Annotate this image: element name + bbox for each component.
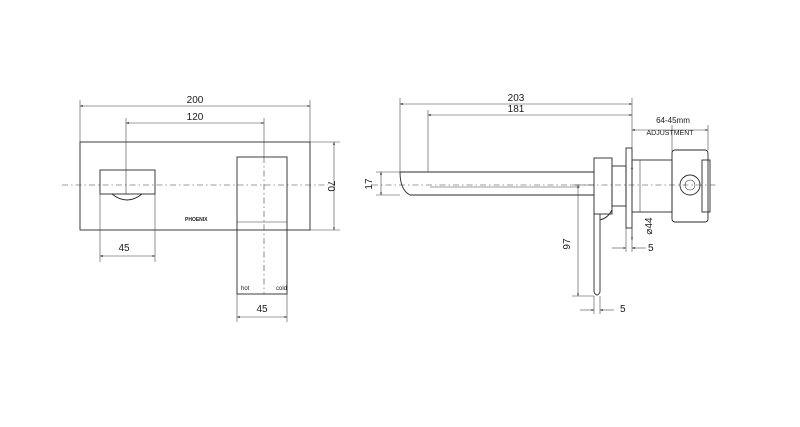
- dim-flange-diameter: ⌀44: [630, 166, 655, 240]
- dim-adjustment: 64-45mm ADJUSTMENT: [632, 116, 709, 160]
- mixer-lever-side: [593, 209, 613, 296]
- mixer-handle: [236, 156, 288, 295]
- cold-label: cold: [276, 286, 287, 292]
- dim-44-label: ⌀44: [644, 217, 655, 235]
- dim-flange-thickness: 5: [612, 228, 654, 254]
- dim-spout-projection: 181: [427, 104, 632, 172]
- dim-181-label: 181: [508, 104, 525, 115]
- dim-handle-height: 97: [562, 184, 594, 297]
- valve-body: [671, 149, 711, 223]
- dim-lever-thickness: 5: [580, 296, 626, 315]
- dim-120-label: 120: [187, 112, 204, 123]
- dim-17-label: 17: [364, 178, 375, 190]
- mixer-body-side: [593, 147, 673, 229]
- dim-height: 70: [310, 141, 340, 231]
- side-view: 203 181 64-45mm ADJUSTMENT 17 97: [364, 93, 718, 315]
- dim-97-label: 97: [562, 238, 573, 250]
- brand-mark: PHOENIX: [185, 217, 208, 223]
- dim-5-lever-label: 5: [620, 304, 626, 315]
- dim-203-label: 203: [508, 93, 525, 104]
- dim-spout-width: 45: [99, 194, 156, 262]
- dim-handle-width: 45: [236, 294, 288, 322]
- dim-spout-spacing: 120: [125, 112, 265, 170]
- spout-outlet: [99, 169, 156, 201]
- dim-overall-width: 200: [79, 95, 311, 142]
- wall-plate: [79, 141, 311, 231]
- dim-70-label: 70: [325, 180, 336, 192]
- dim-5-flange-label: 5: [648, 243, 654, 254]
- front-view: PHOENIX hot cold 200 120 70: [62, 95, 340, 322]
- dim-overall-projection: 203: [399, 93, 633, 172]
- adjustment-text-label: ADJUSTMENT: [646, 130, 694, 137]
- dim-45-spout-label: 45: [118, 243, 130, 254]
- dim-45-handle-label: 45: [256, 304, 268, 315]
- spout-side: [399, 171, 594, 196]
- hot-label: hot: [241, 286, 250, 292]
- dim-spout-height: 17: [364, 171, 400, 196]
- dim-200-label: 200: [187, 95, 204, 106]
- adjustment-range-label: 64-45mm: [656, 116, 690, 125]
